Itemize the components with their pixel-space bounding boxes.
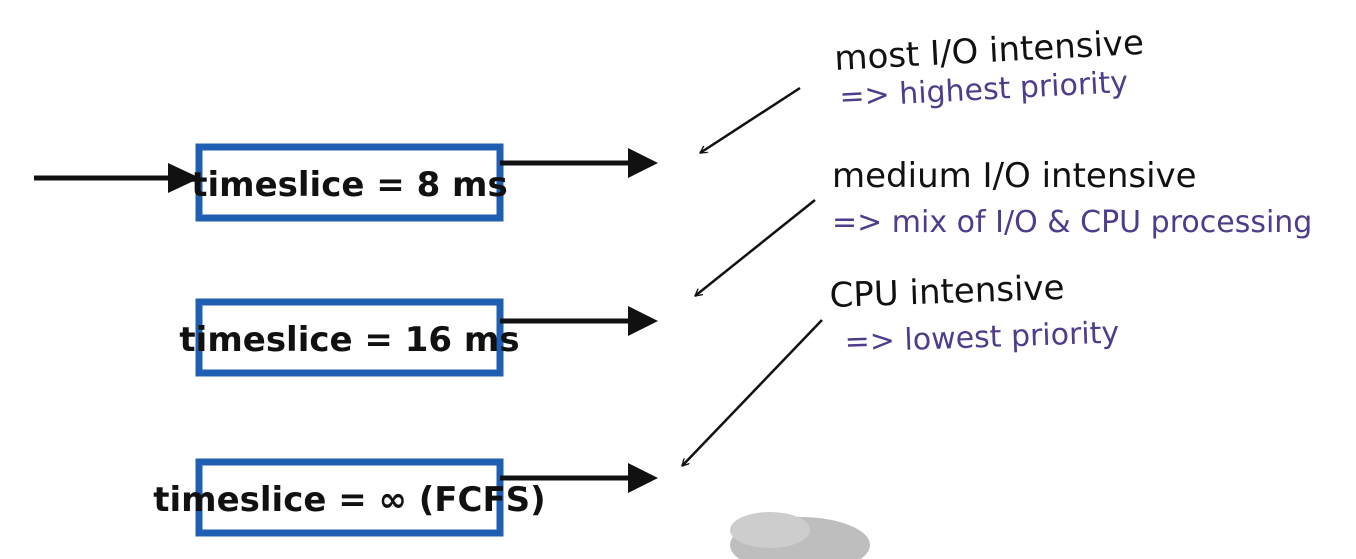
- pointer-arrow-top: [700, 86, 801, 155]
- queue-box-8ms: timeslice = 8 ms: [191, 143, 508, 222]
- pointer-arrow-bottom: [682, 319, 823, 466]
- annotation-bottom-detail: => lowest priority: [844, 315, 1120, 360]
- annotation-middle: medium I/O intensive => mix of I/O & CPU…: [832, 156, 1312, 240]
- queue-output-arrow-16ms: [500, 306, 658, 336]
- queue-label-8ms: timeslice = 8 ms: [191, 165, 507, 205]
- queue-box-16ms: timeslice = 16 ms: [179, 298, 520, 377]
- annotation-top: most I/O intensive => highest priority: [833, 23, 1144, 115]
- queue-output-arrow-fcfs: [500, 463, 658, 493]
- blurred-hand-shadow: [730, 512, 870, 559]
- annotation-middle-detail: => mix of I/O & CPU processing: [832, 205, 1312, 240]
- queue-label-16ms: timeslice = 16 ms: [179, 320, 519, 360]
- queue-label-fcfs: timeslice = ∞ (FCFS): [153, 480, 545, 520]
- queue-box-fcfs: timeslice = ∞ (FCFS): [153, 458, 546, 537]
- annotation-bottom: CPU intensive => lowest priority: [829, 268, 1120, 360]
- pointer-arrow-middle: [695, 199, 816, 297]
- queue-output-arrow-8ms: [500, 148, 658, 178]
- annotation-middle-heading: medium I/O intensive: [832, 156, 1197, 196]
- incoming-arrow: [34, 163, 200, 193]
- annotation-bottom-heading: CPU intensive: [829, 268, 1065, 316]
